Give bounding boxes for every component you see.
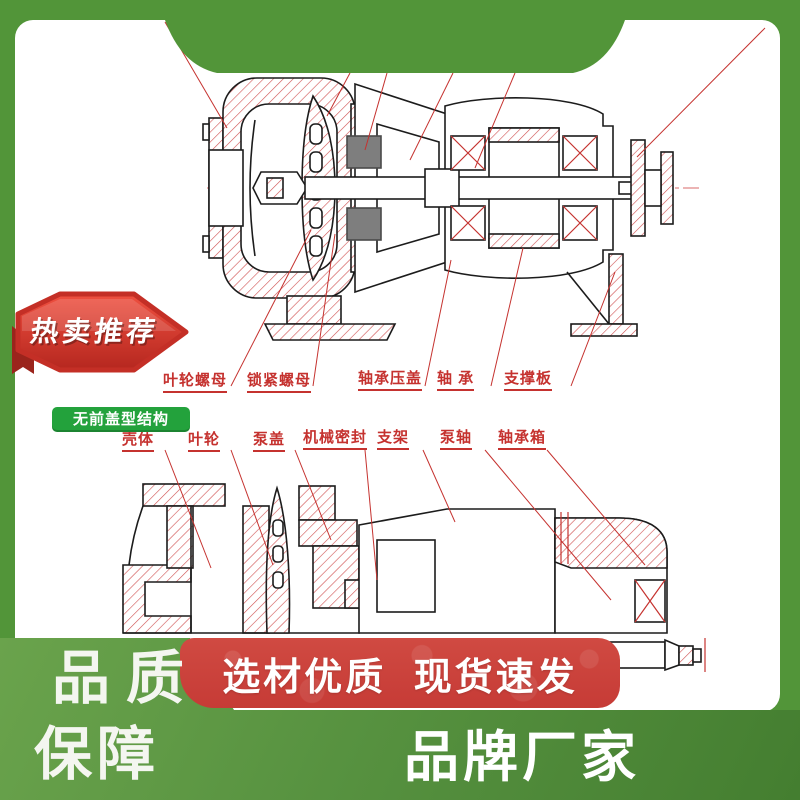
bottom-pump-leader-lines xyxy=(164,449,646,601)
ribbon-text: 热卖推荐 xyxy=(28,316,160,347)
promo-banner-text: 选材优质 现货速发 xyxy=(222,656,578,699)
hot-sale-ribbon: 热卖推荐 热卖推荐 xyxy=(12,291,189,374)
part-label-support-plate: 支撑板 xyxy=(504,371,553,391)
part-label-impeller-nut: 叶轮螺母 xyxy=(163,373,228,393)
part-label-pump-shaft: 泵轴 xyxy=(440,430,473,450)
brand-manufacturer-text: 品牌厂家 xyxy=(404,726,641,788)
part-label-lock-nut: 锁紧螺母 xyxy=(247,373,312,393)
quality-guarantee-line1: 品质 xyxy=(52,646,201,711)
part-label-bearing: 轴 承 xyxy=(437,371,475,391)
quality-guarantee-line2: 保障 xyxy=(34,722,161,787)
part-label-bearing-box: 轴承箱 xyxy=(498,430,547,450)
part-label-bearing-gland: 轴承压盖 xyxy=(358,371,423,391)
part-label-casing: 壳体 xyxy=(122,432,155,452)
part-label-mechanical-seal: 机械密封 xyxy=(303,430,368,450)
drawing-sheet: 叶轮螺母 锁紧螺母 轴承压盖 轴 承 支撑板 壳体 叶轮 泵盖 机械密封 支架 … xyxy=(15,20,780,712)
part-label-impeller: 叶轮 xyxy=(188,432,221,452)
structure-type-tag: 无前盖型结构 xyxy=(52,407,190,432)
pump-cross-section-drawings xyxy=(103,20,766,672)
ribbon-text-shadow: 热卖推荐 xyxy=(30,318,162,349)
top-pump-diagram xyxy=(202,77,703,341)
part-label-pump-cover: 泵盖 xyxy=(253,432,286,452)
top-green-tab xyxy=(165,20,625,73)
promo-banner: 选材优质 现货速发 xyxy=(180,638,620,708)
part-label-bracket: 支架 xyxy=(377,430,410,450)
